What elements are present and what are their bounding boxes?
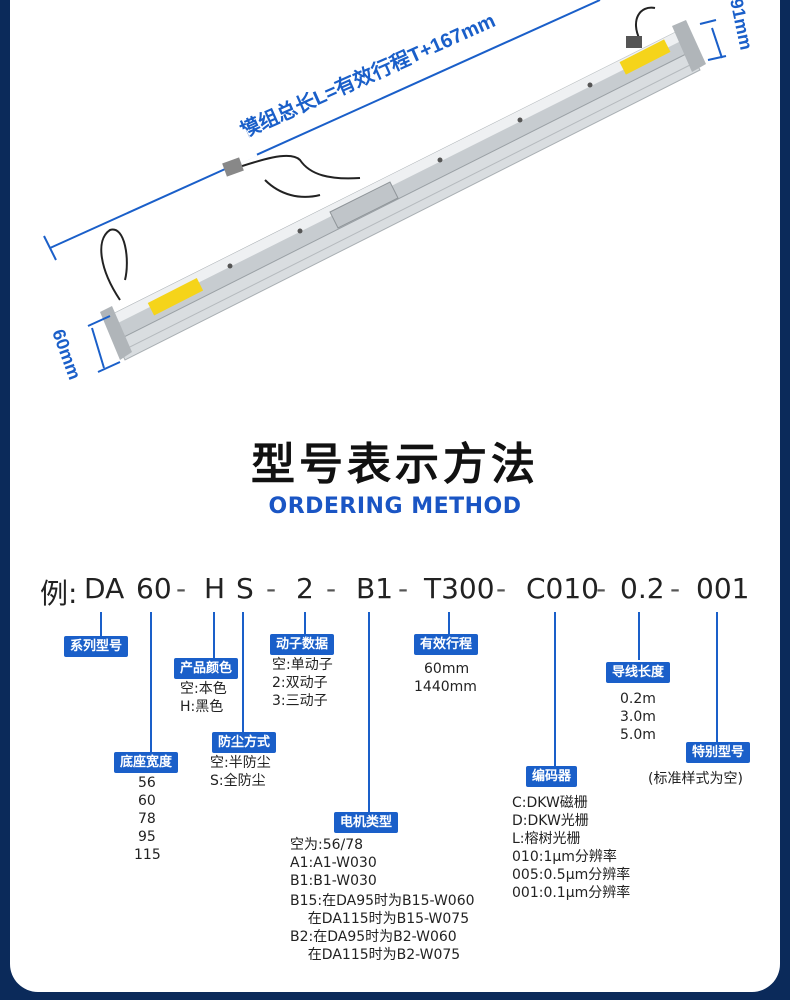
connector-encoder bbox=[554, 612, 556, 768]
color-option: H:黑色 bbox=[180, 699, 224, 715]
code-series: DA bbox=[84, 572, 125, 605]
linear-module bbox=[100, 20, 706, 361]
connector-color bbox=[213, 612, 215, 658]
connector-mover bbox=[304, 612, 306, 634]
encoder-option: C:DKW磁栅 bbox=[512, 795, 588, 811]
encoder-option: L:榕树光栅 bbox=[512, 831, 581, 847]
tag-mover: 动子数据 bbox=[270, 634, 335, 655]
dimension-overall-label: 模组总长L=有效行程T+167mm bbox=[236, 8, 499, 142]
mover-option: 空:单动子 bbox=[272, 657, 333, 673]
cable-option: 3.0m bbox=[620, 709, 656, 725]
motor-option: A1:A1-W030 bbox=[290, 855, 377, 871]
dimension-height bbox=[87, 315, 121, 373]
code-dash: - bbox=[398, 572, 409, 605]
dustproof-option: 空:半防尘 bbox=[210, 755, 271, 771]
color-option: 空:本色 bbox=[180, 681, 227, 697]
connector-motor bbox=[368, 612, 370, 812]
motor-option: B1:B1-W030 bbox=[290, 873, 377, 889]
special-option: (标准样式为空) bbox=[648, 771, 743, 787]
code-encoder: C010 bbox=[526, 572, 599, 605]
code-prefix: 例: bbox=[40, 577, 78, 610]
dimension-height-label: 60mm bbox=[48, 327, 85, 383]
code-base-width: 60 bbox=[136, 572, 172, 605]
connector-series bbox=[100, 612, 102, 636]
code-dash: - bbox=[496, 572, 507, 605]
tag-cable: 导线长度 bbox=[606, 662, 671, 683]
motor-option: 在DA115时为B15-W075 bbox=[290, 911, 470, 927]
dimension-overall-line bbox=[43, 0, 601, 261]
encoder-option: 005:0.5μm分辨率 bbox=[512, 867, 631, 883]
encoder-option: D:DKW光栅 bbox=[512, 813, 589, 829]
tag-special: 特别型号 bbox=[686, 742, 751, 763]
code-dash: - bbox=[176, 572, 187, 605]
connector-stroke bbox=[448, 612, 450, 634]
tag-color: 产品颜色 bbox=[174, 658, 239, 679]
base-width-option: 78 bbox=[138, 811, 156, 827]
mover-option: 2:双动子 bbox=[272, 675, 328, 691]
dimension-width-label: 91mm bbox=[726, 0, 756, 52]
tag-encoder: 编码器 bbox=[526, 766, 578, 787]
cables bbox=[100, 6, 656, 301]
code-color: H bbox=[204, 572, 226, 605]
cable-option: 0.2m bbox=[620, 691, 656, 707]
tag-dustproof: 防尘方式 bbox=[212, 732, 277, 753]
code-motor: B1 bbox=[356, 572, 394, 605]
page-title: 型号表示方法 bbox=[251, 439, 539, 490]
base-width-option: 60 bbox=[138, 793, 156, 809]
connector-special bbox=[716, 612, 718, 742]
base-width-option: 56 bbox=[138, 775, 156, 791]
encoder-option: 001:0.1μm分辨率 bbox=[512, 885, 631, 901]
code-dash: - bbox=[670, 572, 681, 605]
motor-option: 在DA115时为B2-W075 bbox=[290, 947, 461, 963]
page-subtitle: ORDERING METHOD bbox=[268, 494, 522, 519]
tag-base-width: 底座宽度 bbox=[114, 752, 179, 773]
code-dash: - bbox=[596, 572, 607, 605]
code-dash: - bbox=[266, 572, 277, 605]
base-width-option: 115 bbox=[134, 847, 161, 863]
cable-option: 5.0m bbox=[620, 727, 656, 743]
connector-cable bbox=[638, 612, 640, 660]
dimension-width bbox=[699, 19, 727, 61]
stroke-option: 60mm bbox=[424, 661, 470, 677]
motor-option: 空为:56/78 bbox=[290, 837, 364, 853]
tag-motor: 电机类型 bbox=[334, 812, 399, 833]
code-mover: 2 bbox=[296, 572, 314, 605]
encoder-option: 010:1μm分辨率 bbox=[512, 849, 617, 865]
connector-dustproof bbox=[242, 612, 244, 732]
motor-option: B15:在DA95时为B15-W060 bbox=[290, 893, 475, 909]
product-photo: 模组总长L=有效行程T+167mm 60mm bbox=[43, 0, 756, 383]
tag-stroke: 有效行程 bbox=[414, 634, 479, 655]
code-special: 001 bbox=[696, 572, 750, 605]
base-width-option: 95 bbox=[138, 829, 156, 845]
connector-base-width bbox=[150, 612, 152, 752]
code-dustproof: S bbox=[236, 572, 254, 605]
dustproof-option: S:全防尘 bbox=[210, 773, 266, 789]
motor-option: B2:在DA95时为B2-W060 bbox=[290, 929, 457, 945]
code-cable: 0.2 bbox=[620, 572, 665, 605]
stroke-option: 1440mm bbox=[414, 679, 477, 695]
mover-option: 3:三动子 bbox=[272, 693, 328, 709]
tag-series: 系列型号 bbox=[64, 636, 129, 657]
code-dash: - bbox=[326, 572, 337, 605]
code-stroke: T300 bbox=[424, 572, 495, 605]
